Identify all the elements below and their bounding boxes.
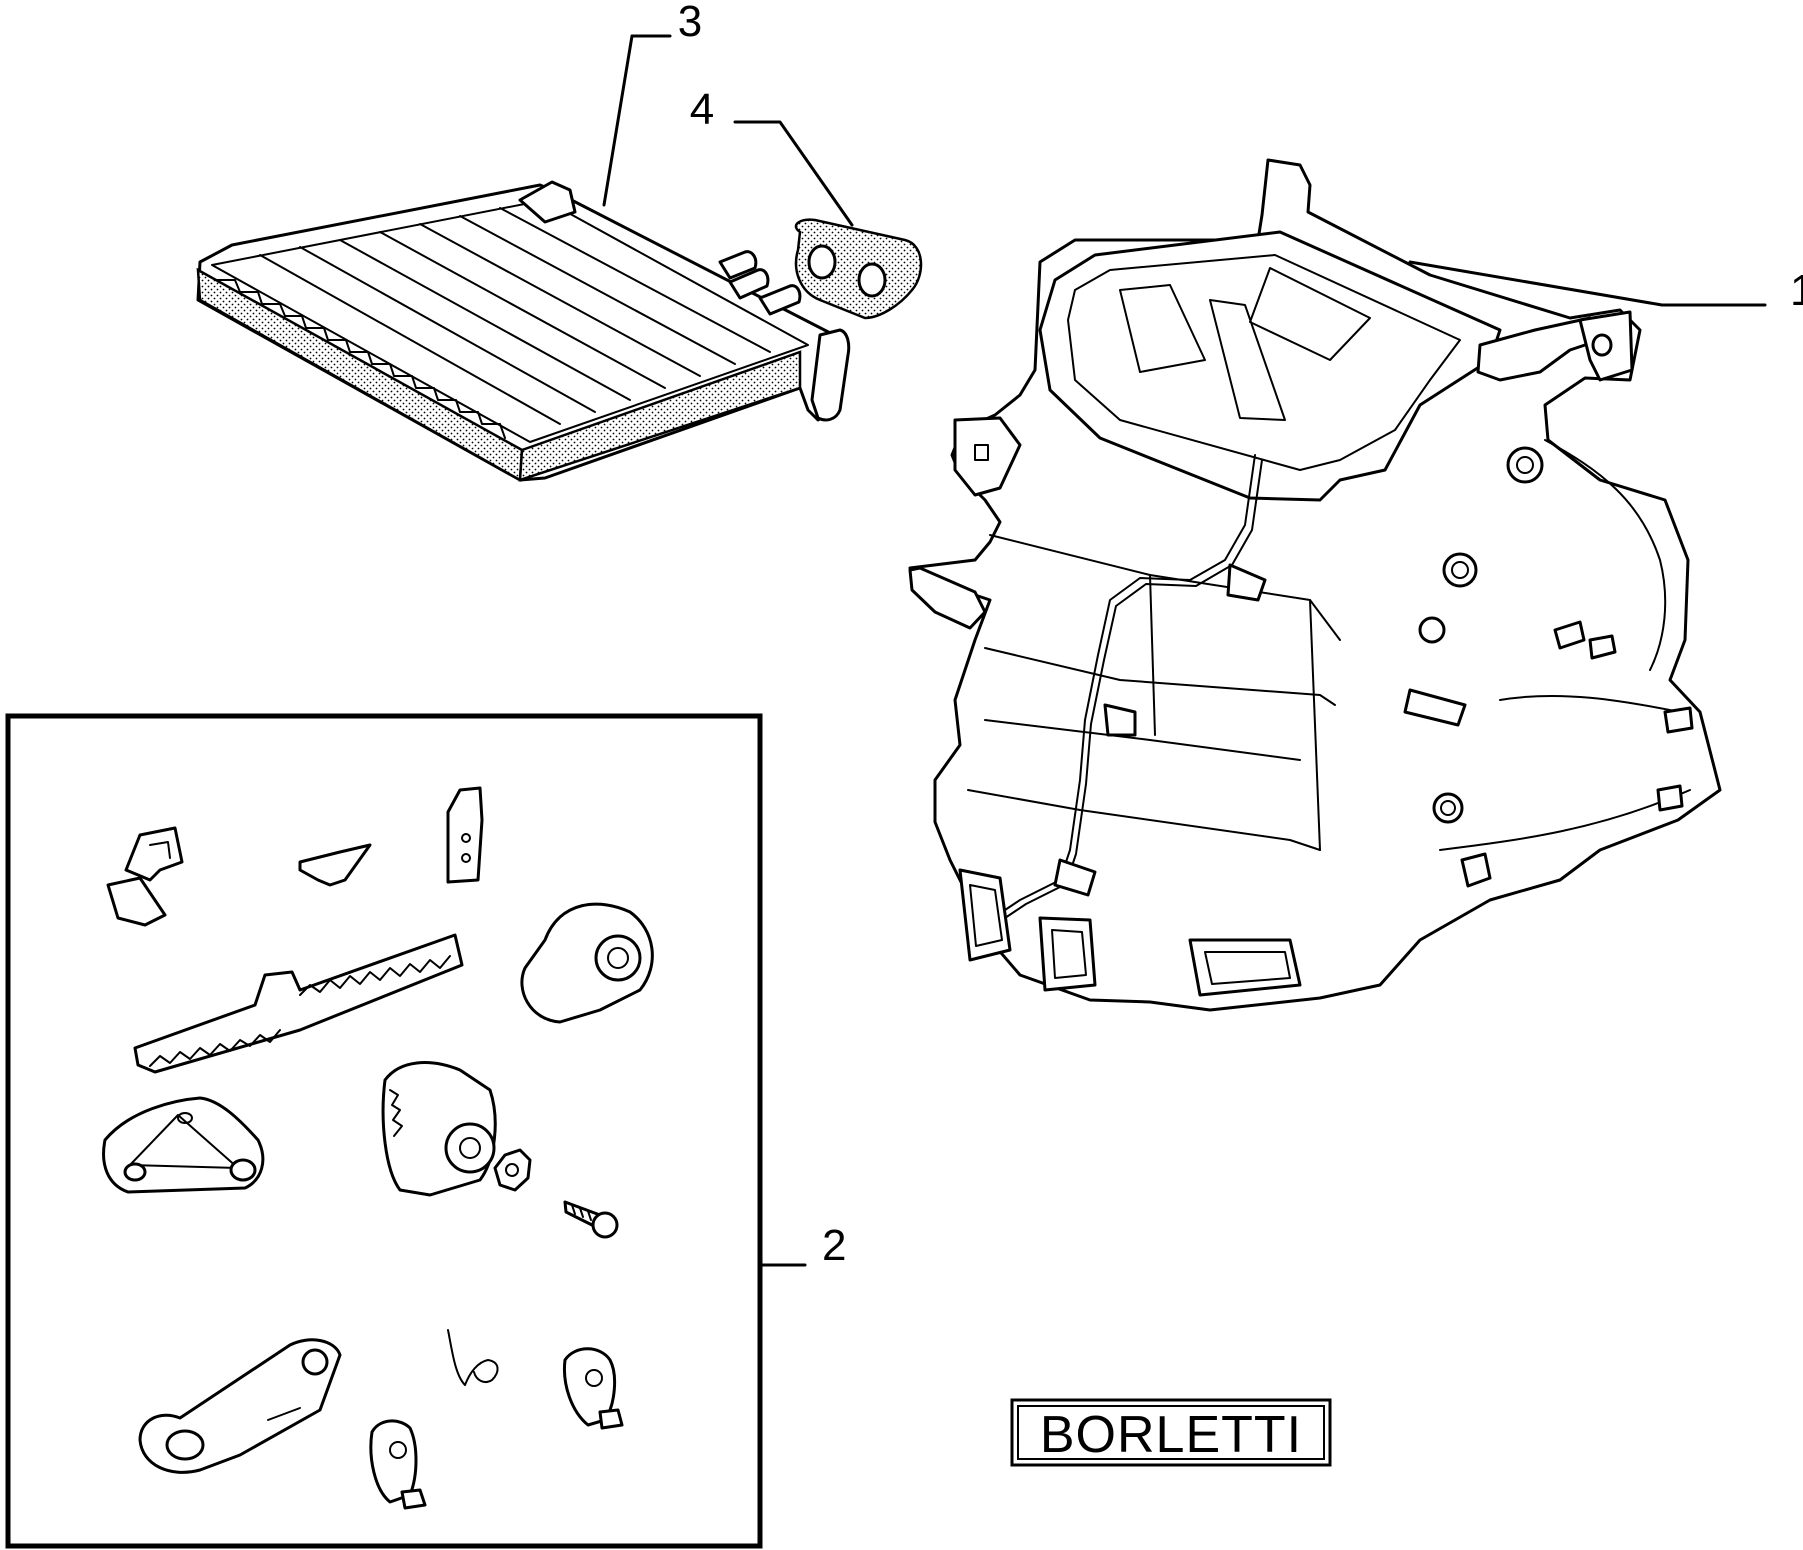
callout-leaders	[602, 34, 1767, 1267]
radiator-pipes	[718, 250, 802, 316]
kit-frame	[5, 713, 763, 1549]
small-cam-bottom	[369, 1419, 427, 1510]
pipe-gasket	[794, 218, 923, 320]
callout-4: 4	[690, 85, 714, 134]
geared-cam-hub	[381, 1061, 532, 1197]
small-parts-kit	[5, 713, 763, 1549]
callout-3: 3	[678, 0, 702, 46]
screw	[563, 1200, 619, 1239]
small-cam-right	[562, 1347, 624, 1430]
callout-1: 1	[1790, 266, 1803, 315]
heater-housing-assembly	[908, 158, 1722, 1012]
return-spring	[447, 1329, 499, 1386]
housing-bolts	[1418, 446, 1544, 824]
brand-label-box: BORLETTI	[1010, 1398, 1332, 1467]
triangular-linkage	[102, 1096, 265, 1194]
toothed-rack	[133, 933, 464, 1074]
lever-arm	[138, 1338, 342, 1474]
radiator-fins	[259, 207, 771, 425]
brand-label: BORLETTI	[1040, 1406, 1302, 1464]
heater-radiator-core	[196, 180, 851, 483]
callout-2: 2	[822, 1221, 846, 1270]
